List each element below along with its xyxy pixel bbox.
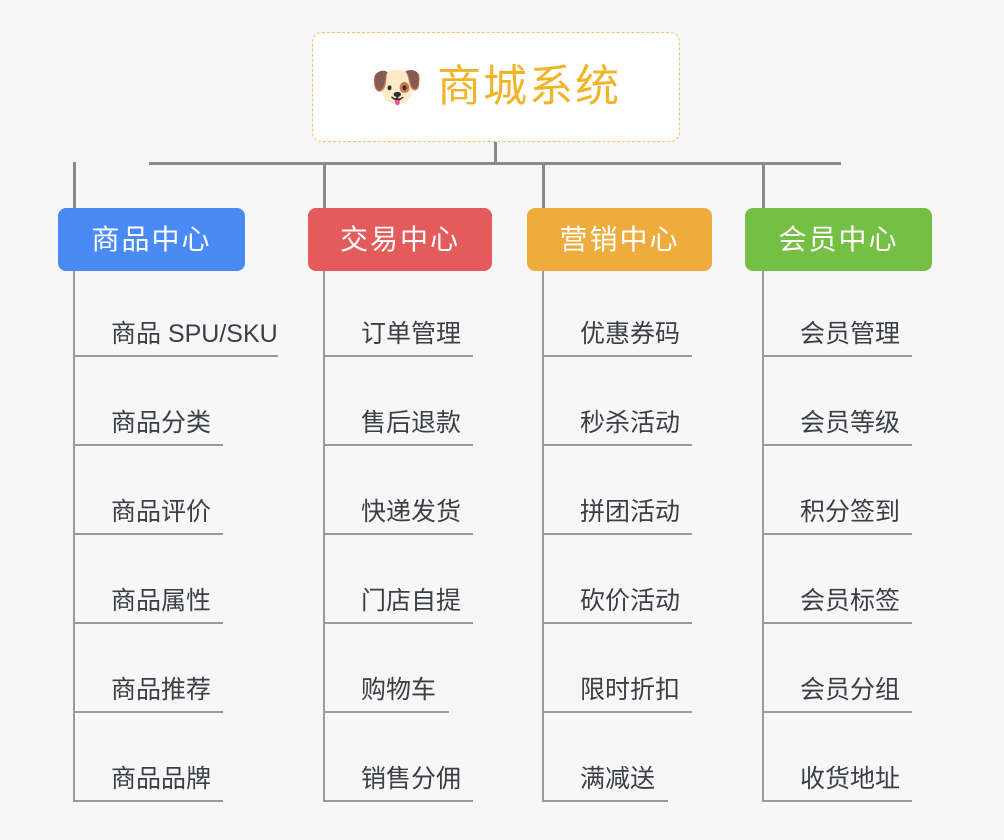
leaf-label: 商品 SPU/SKU <box>111 320 278 348</box>
branch-trunk-line <box>762 271 764 802</box>
leaf-underline <box>542 355 692 357</box>
category-label: 交易中心 <box>339 223 460 255</box>
leaf-label: 会员等级 <box>800 409 901 437</box>
leaf-underline <box>73 355 278 357</box>
category-box-4[interactable]: 会员中心 <box>745 208 932 271</box>
leaf-underline <box>73 711 223 713</box>
leaf-label: 商品分类 <box>111 409 212 437</box>
leaf-underline <box>323 711 449 713</box>
branch-trunk-line <box>542 271 544 802</box>
leaf-label: 商品推荐 <box>111 676 212 704</box>
leaf-label: 会员分组 <box>800 676 901 704</box>
leaf-underline <box>73 533 223 535</box>
category-box-1[interactable]: 商品中心 <box>58 208 245 271</box>
leaf-label: 秒杀活动 <box>580 409 681 437</box>
leaf-underline <box>323 622 473 624</box>
category-box-2[interactable]: 交易中心 <box>308 208 492 271</box>
leaf-underline <box>323 355 473 357</box>
leaf-underline <box>542 800 668 802</box>
category-label: 商品中心 <box>91 223 212 255</box>
leaf-label: 积分签到 <box>800 498 901 526</box>
leaf-label: 拼团活动 <box>580 498 681 526</box>
leaf-underline <box>762 533 912 535</box>
connector-drop-3 <box>542 162 545 208</box>
leaf-underline <box>542 444 692 446</box>
branch-trunk-line <box>73 271 75 802</box>
category-box-3[interactable]: 营销中心 <box>527 208 712 271</box>
connector-drop-2 <box>323 162 326 208</box>
leaf-label: 快递发货 <box>361 498 462 526</box>
leaf-label: 限时折扣 <box>580 676 681 704</box>
leaf-label: 销售分佣 <box>361 765 462 793</box>
leaf-underline <box>73 444 223 446</box>
leaf-underline <box>323 444 473 446</box>
leaf-underline <box>323 800 473 802</box>
leaf-label: 会员管理 <box>800 320 901 348</box>
leaf-underline <box>762 800 912 802</box>
branch-trunk-line <box>323 271 325 802</box>
leaf-label: 商品评价 <box>111 498 212 526</box>
leaf-underline <box>542 533 692 535</box>
leaf-label: 满减送 <box>580 765 656 793</box>
leaf-underline <box>762 622 912 624</box>
connector-drop-1 <box>73 162 76 208</box>
leaf-label: 优惠券码 <box>580 320 681 348</box>
leaf-underline <box>542 622 692 624</box>
category-label: 会员中心 <box>778 223 899 255</box>
root-node[interactable]: 🐶 商城系统 <box>312 32 680 142</box>
category-label: 营销中心 <box>559 223 680 255</box>
leaf-label: 商品品牌 <box>111 765 212 793</box>
leaf-underline <box>542 711 692 713</box>
leaf-label: 售后退款 <box>361 409 462 437</box>
connector-drop-4 <box>762 162 765 208</box>
leaf-underline <box>323 533 473 535</box>
leaf-label: 会员标签 <box>800 587 901 615</box>
connector-root-stem <box>494 142 497 164</box>
leaf-underline <box>762 444 912 446</box>
leaf-underline <box>762 711 912 713</box>
leaf-underline <box>73 800 223 802</box>
leaf-label: 订单管理 <box>361 320 462 348</box>
leaf-underline <box>73 622 223 624</box>
leaf-underline <box>762 355 912 357</box>
shiba-dog-icon: 🐶 <box>370 63 424 110</box>
root-title: 商城系统 <box>437 62 622 111</box>
leaf-label: 购物车 <box>361 676 437 704</box>
connector-horizontal-bar <box>149 162 841 165</box>
leaf-label: 门店自提 <box>361 587 462 615</box>
leaf-label: 砍价活动 <box>580 587 681 615</box>
leaf-label: 收货地址 <box>800 765 901 793</box>
leaf-label: 商品属性 <box>111 587 212 615</box>
